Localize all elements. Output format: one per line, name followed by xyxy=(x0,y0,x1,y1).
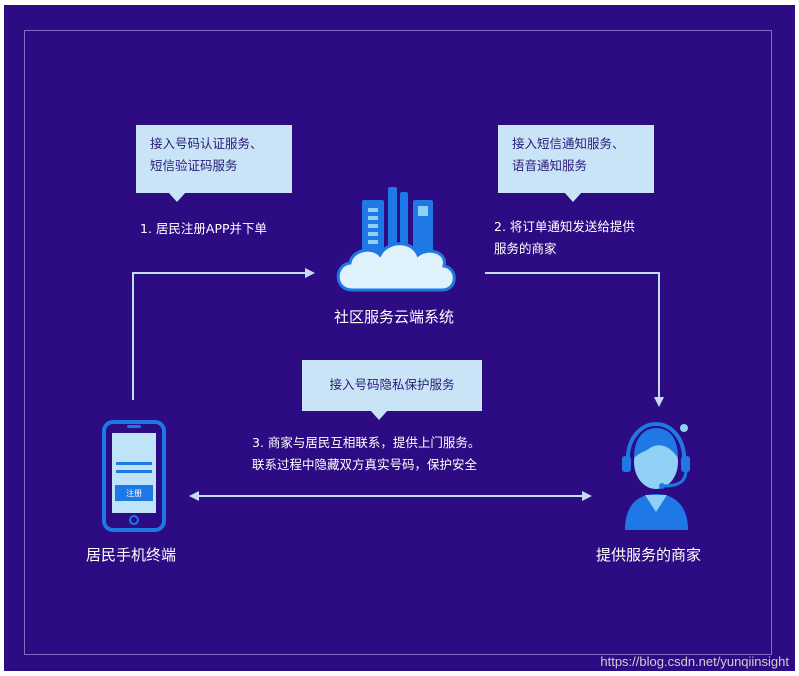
merchant-title: 提供服务的商家 xyxy=(596,546,702,564)
diagram-frame xyxy=(24,30,772,655)
bubble-notify-line-1: 接入短信通知服务、 xyxy=(512,136,625,151)
bubble-auth-service: 接入号码认证服务、 短信验证码服务 xyxy=(136,125,292,202)
step-2-line-1: 2. 将订单通知发送给提供 xyxy=(494,219,635,234)
bubble-auth-line-2: 短信验证码服务 xyxy=(150,158,238,173)
phone-register-button: 注册 xyxy=(126,489,142,498)
bubble-auth-line-1: 接入号码认证服务、 xyxy=(150,136,263,151)
cloud-system-title: 社区服务云端系统 xyxy=(334,308,455,326)
bubble-tail xyxy=(370,410,388,420)
step-1-label: 1. 居民注册APP并下单 xyxy=(140,221,268,236)
phone-terminal-title: 居民手机终端 xyxy=(86,546,177,564)
bubble-tail xyxy=(168,192,186,202)
bubble-privacy-service: 接入号码隐私保护服务 xyxy=(302,360,482,420)
step-3-label: 3. 商家与居民互相联系，提供上门服务。 联系过程中隐藏双方真实号码，保护安全 xyxy=(252,432,480,476)
bubble-privacy-text: 接入号码隐私保护服务 xyxy=(329,377,455,392)
bubble-tail xyxy=(564,192,582,202)
arrow-cloud-to-merchant xyxy=(485,272,664,407)
step-2-line-2: 服务的商家 xyxy=(494,241,557,256)
arrow-phone-to-cloud xyxy=(132,268,315,400)
step-3-line-2: 联系过程中隐藏双方真实号码，保护安全 xyxy=(252,457,478,472)
step-2-label: 2. 将订单通知发送给提供 服务的商家 xyxy=(494,216,635,260)
diagram-canvas xyxy=(4,5,795,671)
bubble-notify-line-2: 语音通知服务 xyxy=(512,158,588,173)
watermark-text: https://blog.csdn.net/yunqiinsight xyxy=(600,654,789,669)
bubble-notify-service: 接入短信通知服务、 语音通知服务 xyxy=(498,125,654,202)
step-3-line-1: 3. 商家与居民互相联系，提供上门服务。 xyxy=(252,435,481,450)
